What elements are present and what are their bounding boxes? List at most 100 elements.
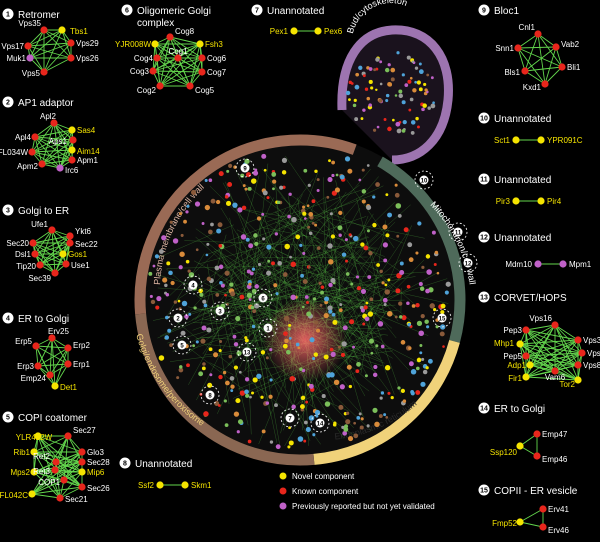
protein-label: Gos1 xyxy=(68,250,88,259)
bud-node xyxy=(421,107,425,112)
module-title: COPI coatomer xyxy=(18,413,88,424)
network-node xyxy=(315,414,319,418)
network-edge xyxy=(275,256,325,279)
module-edge xyxy=(554,339,579,372)
module-edge xyxy=(59,486,83,499)
network-node xyxy=(383,258,388,263)
network-node xyxy=(323,354,329,360)
bud-node xyxy=(366,96,371,101)
network-edge xyxy=(243,268,388,314)
network-node xyxy=(262,190,268,196)
bud-node xyxy=(394,94,398,97)
compartment-arc-pm xyxy=(134,134,357,315)
module-edge xyxy=(152,57,203,72)
protein-label: Vps41 xyxy=(587,349,600,358)
network-node xyxy=(362,322,366,326)
network-edge xyxy=(188,208,286,385)
protein-node-bli1 xyxy=(558,63,566,71)
network-node xyxy=(206,242,210,246)
network-node xyxy=(360,242,365,247)
network-node xyxy=(308,211,314,217)
protein-node-pir3 xyxy=(512,197,520,205)
map-marker-ring-14 xyxy=(310,413,330,433)
module-edge xyxy=(525,370,556,378)
protein-label: Glo3 xyxy=(87,448,104,457)
network-node xyxy=(341,341,347,347)
network-node xyxy=(435,325,439,329)
network-edge xyxy=(167,311,270,344)
network-node xyxy=(300,273,304,278)
legend-known-label: Known component xyxy=(292,487,359,496)
module-edge xyxy=(152,70,191,87)
module-number-badge xyxy=(478,112,490,124)
network-node xyxy=(410,390,415,394)
protein-label: Dsl1 xyxy=(15,250,32,259)
network-node xyxy=(158,249,164,254)
network-node xyxy=(381,281,385,285)
network-node xyxy=(434,250,439,255)
module-edge xyxy=(519,343,579,381)
network-node xyxy=(375,182,380,187)
network-node xyxy=(235,315,241,322)
protein-label: Vps35 xyxy=(18,19,41,28)
network-node xyxy=(244,377,250,382)
module-edge xyxy=(524,33,539,72)
module-edge xyxy=(159,57,179,87)
network-node xyxy=(421,265,425,269)
network-node xyxy=(366,204,372,211)
network-node xyxy=(338,210,343,216)
network-node xyxy=(173,300,178,304)
network-node xyxy=(156,295,162,302)
map-marker-text-8: 8 xyxy=(208,393,212,399)
network-node xyxy=(239,390,246,396)
protein-node-cop1 xyxy=(60,476,68,484)
network-node xyxy=(415,390,421,395)
network-edge xyxy=(298,211,425,239)
protein-node-apl4 xyxy=(31,133,39,141)
bud-node xyxy=(417,125,420,129)
network-node xyxy=(252,377,258,383)
network-edge xyxy=(241,249,332,275)
network-node xyxy=(305,300,309,304)
module-number: 6 xyxy=(125,8,129,15)
module-edge xyxy=(43,42,72,73)
network-node xyxy=(346,364,352,370)
module-edge xyxy=(51,229,71,244)
network-node xyxy=(288,323,292,327)
module-edge xyxy=(43,29,72,44)
protein-label: Aps1 xyxy=(49,137,68,146)
protein-node-apm2 xyxy=(38,160,46,168)
network-node xyxy=(179,365,183,369)
module-edge xyxy=(519,508,544,523)
network-node xyxy=(440,303,446,309)
network-edge xyxy=(301,246,315,303)
map-marker-13 xyxy=(242,347,252,357)
network-node xyxy=(360,288,367,294)
map-marker-text-5: 5 xyxy=(180,343,184,349)
module-edge xyxy=(525,329,531,366)
bud-node xyxy=(406,55,411,60)
map-marker-10 xyxy=(419,175,429,185)
protein-node-mdm10 xyxy=(534,260,542,268)
bud-node xyxy=(375,88,378,92)
network-node xyxy=(339,174,345,180)
module-edge xyxy=(39,263,67,266)
protein-node-sec28 xyxy=(78,458,86,466)
module-edge xyxy=(34,129,73,138)
module-number-badge xyxy=(478,402,490,414)
bud-node xyxy=(368,67,373,71)
network-node xyxy=(239,294,245,300)
bud-node xyxy=(348,80,352,85)
network-node xyxy=(249,395,252,399)
network-node xyxy=(406,284,411,289)
module-edge xyxy=(37,435,83,453)
network-edge xyxy=(202,248,273,355)
network-edge xyxy=(166,264,324,269)
protein-node-glo3 xyxy=(78,448,86,456)
network-node xyxy=(244,336,248,340)
module-title: Unannotated xyxy=(494,233,551,244)
network-node xyxy=(208,178,213,183)
network-edge xyxy=(220,204,411,373)
protein-node-yfl034w xyxy=(28,148,36,156)
network-edge xyxy=(286,216,377,315)
